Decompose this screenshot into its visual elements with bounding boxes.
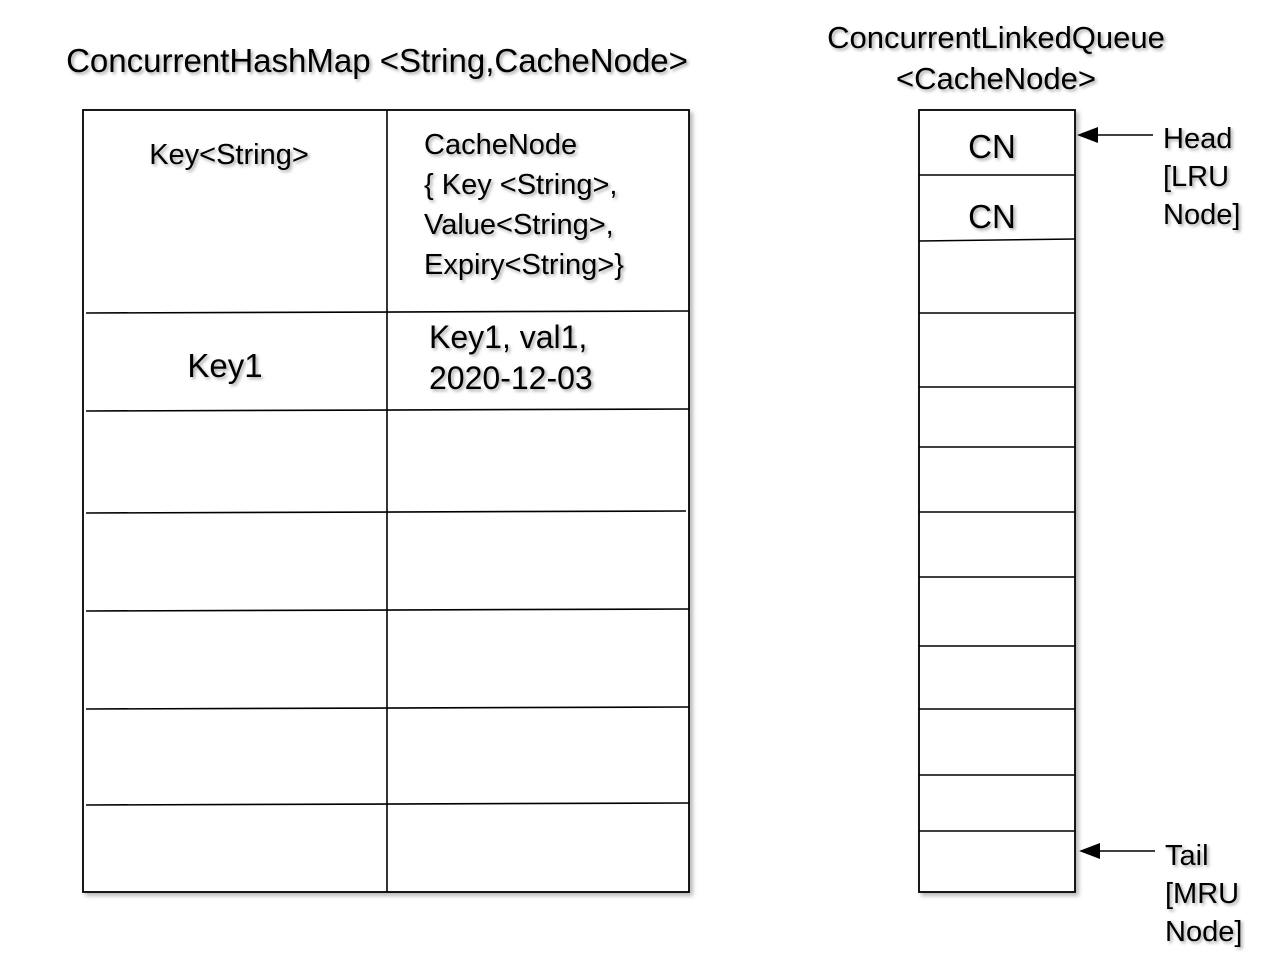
- svg-text:Key1, val1,: Key1, val1,: [429, 319, 587, 355]
- svg-text:CacheNode: CacheNode: [424, 129, 577, 161]
- svg-text:Head: Head: [1163, 123, 1232, 155]
- queue-column: [918, 109, 1076, 893]
- hashmap-outline: [82, 109, 690, 893]
- queue-title: ConcurrentLinkedQueue <CacheNode>: [827, 20, 1165, 96]
- svg-text:Node]: Node]: [1165, 916, 1242, 948]
- queue-slot-divider: [918, 238, 1076, 242]
- svg-text:ConcurrentLinkedQueue: ConcurrentLinkedQueue: [827, 20, 1165, 55]
- head-label: Head [LRU Node]: [1163, 123, 1240, 231]
- svg-text:Value<String>,: Value<String>,: [424, 209, 614, 241]
- head-arrow: [1077, 127, 1153, 143]
- svg-text:Expiry<String>}: Expiry<String>}: [424, 249, 624, 281]
- hashmap-row-divider: [85, 408, 690, 412]
- svg-text:[LRU: [LRU: [1163, 161, 1229, 193]
- header-value-label: CacheNode { Key <String>, Value<String>,…: [424, 129, 624, 281]
- svg-text:<CacheNode>: <CacheNode>: [896, 61, 1096, 96]
- hashmap-row-divider: [85, 802, 690, 806]
- svg-text:2020-12-03: 2020-12-03: [429, 360, 593, 396]
- tail-arrow: [1079, 843, 1155, 859]
- queue-cell-2-label: CN: [968, 198, 1016, 235]
- hashmap-title: ConcurrentHashMap <String,CacheNode>: [66, 42, 688, 79]
- queue-cell-1-label: CN: [968, 128, 1016, 165]
- svg-text:Tail: Tail: [1165, 840, 1209, 872]
- hashmap-row-divider: [85, 310, 690, 314]
- hashmap-table: [82, 109, 690, 893]
- svg-text:[MRU: [MRU: [1165, 878, 1239, 910]
- svg-text:Node]: Node]: [1163, 199, 1240, 231]
- header-key-label: Key<String>: [149, 139, 309, 171]
- hashmap-row-divider: [85, 608, 690, 612]
- row1-value: Key1, val1, 2020-12-03: [429, 319, 593, 396]
- hashmap-row-divider: [85, 510, 687, 514]
- svg-text:{ Key <String>,: { Key <String>,: [424, 169, 617, 201]
- hashmap-row-divider: [85, 706, 690, 710]
- row1-key: Key1: [187, 347, 262, 384]
- tail-label: Tail [MRU Node]: [1165, 840, 1242, 948]
